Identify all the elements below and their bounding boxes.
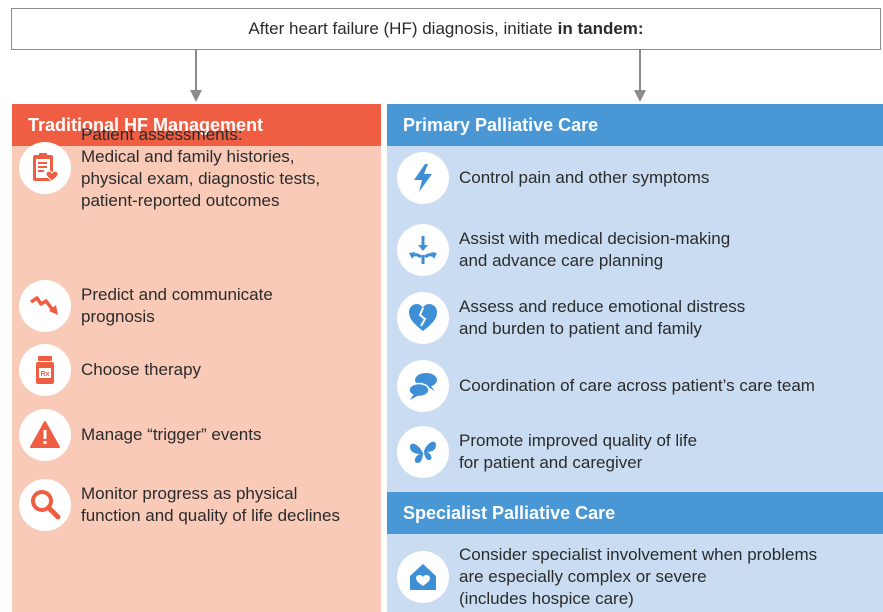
distress-line-1: Assess and reduce emotional distress [459,297,746,316]
quality-line-1: Promote improved quality of life [459,431,698,450]
trigger-events-line-1: Manage “trigger” events [81,425,262,444]
prescription-bottle-icon: Rx [19,344,71,396]
broken-heart-icon [397,292,449,344]
warning-icon [19,409,71,461]
left-item-trigger-events: Manage “trigger” events [19,409,261,461]
assessments-line-1: Patient assessments: [81,125,243,144]
coordination-line-1: Coordination of care across patient’s ca… [459,376,815,395]
top-instruction-text: After heart failure (HF) diagnosis, init… [248,19,553,38]
specialist-palliative-header: Specialist Palliative Care [387,492,883,534]
right-item-decision: Assist with medical decision-making and … [397,224,730,276]
assessments-line-2: Medical and family histories, [81,147,295,166]
specialist-line-1: Consider specialist involvement when pro… [459,545,818,564]
butterfly-icon [397,426,449,478]
primary-palliative-header: Primary Palliative Care [387,104,883,146]
right-item-quality: Promote improved quality of life for pat… [397,426,697,478]
home-heart-icon [397,551,449,603]
left-item-monitor: Monitor progress as physical function an… [19,479,340,531]
decision-line-1: Assist with medical decision-making [459,229,731,248]
speech-bubbles-icon [397,360,449,412]
left-item-therapy: Rx Choose therapy [19,344,201,396]
decision-line-2: and advance care planning [459,251,664,270]
quality-line-2: for patient and caregiver [459,453,643,472]
declining-trend-icon [19,280,71,332]
traditional-hf-header: Traditional HF Management [12,104,381,146]
traditional-hf-panel: Traditional HF Management Patient assess… [12,104,381,612]
right-item-coordination: Coordination of care across patient’s ca… [397,360,815,412]
fork-arrows-icon [397,224,449,276]
therapy-line-1: Choose therapy [81,360,202,379]
clipboard-heart-icon [19,142,71,194]
specialist-line-2: are especially complex or severe [459,567,707,586]
right-item-specialist: Consider specialist involvement when pro… [397,544,817,610]
assessments-line-4: patient-reported outcomes [81,191,280,210]
distress-line-2: and burden to patient and family [459,319,702,338]
svg-text:Rx: Rx [41,371,50,378]
lightning-icon [397,152,449,204]
left-item-assessments: Patient assessments: Medical and family … [19,124,320,212]
top-instruction-emphasis: in tandem: [557,19,644,38]
prognosis-line-1: Predict and communicate [81,285,273,304]
left-item-prognosis: Predict and communicate prognosis [19,280,273,332]
top-instruction-box: After heart failure (HF) diagnosis, init… [11,8,881,50]
right-item-distress: Assess and reduce emotional distress and… [397,292,745,344]
assessments-line-3: physical exam, diagnostic tests, [81,169,321,188]
monitor-line-1: Monitor progress as physical [81,484,298,503]
right-item-pain: Control pain and other symptoms [397,152,709,204]
magnifier-icon [19,479,71,531]
specialist-line-3: (includes hospice care) [459,589,634,608]
monitor-line-2: function and quality of life declines [81,506,340,525]
palliative-care-panel: Primary Palliative Care Control pain and… [387,104,883,612]
prognosis-line-2: prognosis [81,307,155,326]
pain-line-1: Control pain and other symptoms [459,168,710,187]
